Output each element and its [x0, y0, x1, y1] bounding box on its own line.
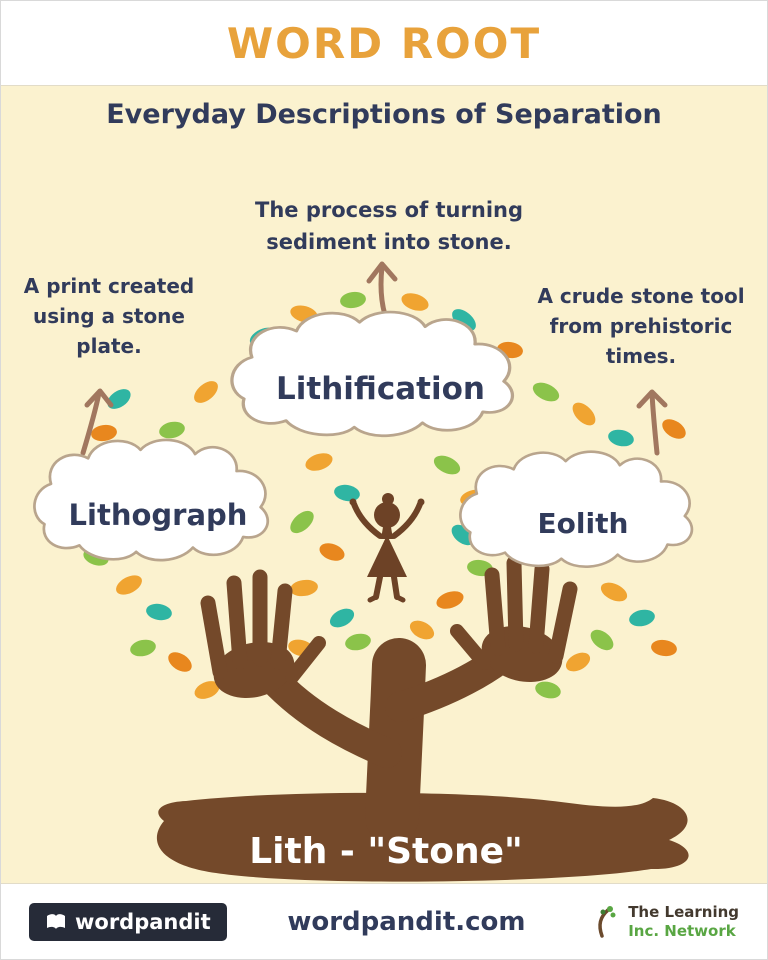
cloud-shape	[459, 450, 694, 568]
root-word-label: Lith - "Stone"	[249, 830, 523, 872]
book-icon	[47, 913, 65, 929]
tree-logo-icon	[598, 905, 616, 938]
description-lithograph: A print created using a stone plate.	[23, 274, 195, 358]
partner-line2: Inc. Network	[628, 921, 736, 940]
arrow-up-icon-right	[636, 389, 668, 456]
partner-logo: The Learning Inc. Network	[586, 903, 739, 941]
cloud-shape	[230, 310, 515, 438]
cloud-lithification: Lithification	[223, 307, 538, 449]
footer: wordpandit wordpandit.com The Learning I…	[1, 883, 767, 959]
description-lithification: The process of turning sediment into sto…	[255, 198, 523, 254]
description-eolith: A crude stone tool from prehistoric time…	[537, 284, 745, 368]
partner-line1: The Learning	[628, 902, 739, 921]
cloud-lithograph: Lithograph	[27, 435, 289, 573]
word-lithograph: Lithograph	[68, 498, 248, 533]
right-hand	[450, 555, 578, 683]
word-eolith: Eolith	[537, 507, 629, 541]
word-lithification: Lithification	[276, 371, 485, 408]
page-title: WORD ROOT	[226, 18, 542, 68]
site-url: wordpandit.com	[287, 906, 526, 937]
ground-shape	[156, 792, 689, 882]
subtitle: Everyday Descriptions of Separation	[106, 99, 662, 130]
leaves	[83, 291, 686, 699]
girl-silhouette	[349, 493, 425, 603]
arrow-up-icon-left	[80, 388, 114, 456]
header: WORD ROOT	[1, 1, 767, 86]
partner-text: The Learning Inc. Network	[628, 903, 739, 941]
wordpandit-logo-text: wordpandit	[75, 909, 211, 934]
cloud-shape	[33, 438, 270, 562]
wordpandit-logo: wordpandit	[29, 902, 227, 941]
left-hand	[200, 569, 326, 699]
cloud-eolith: Eolith	[453, 447, 713, 579]
